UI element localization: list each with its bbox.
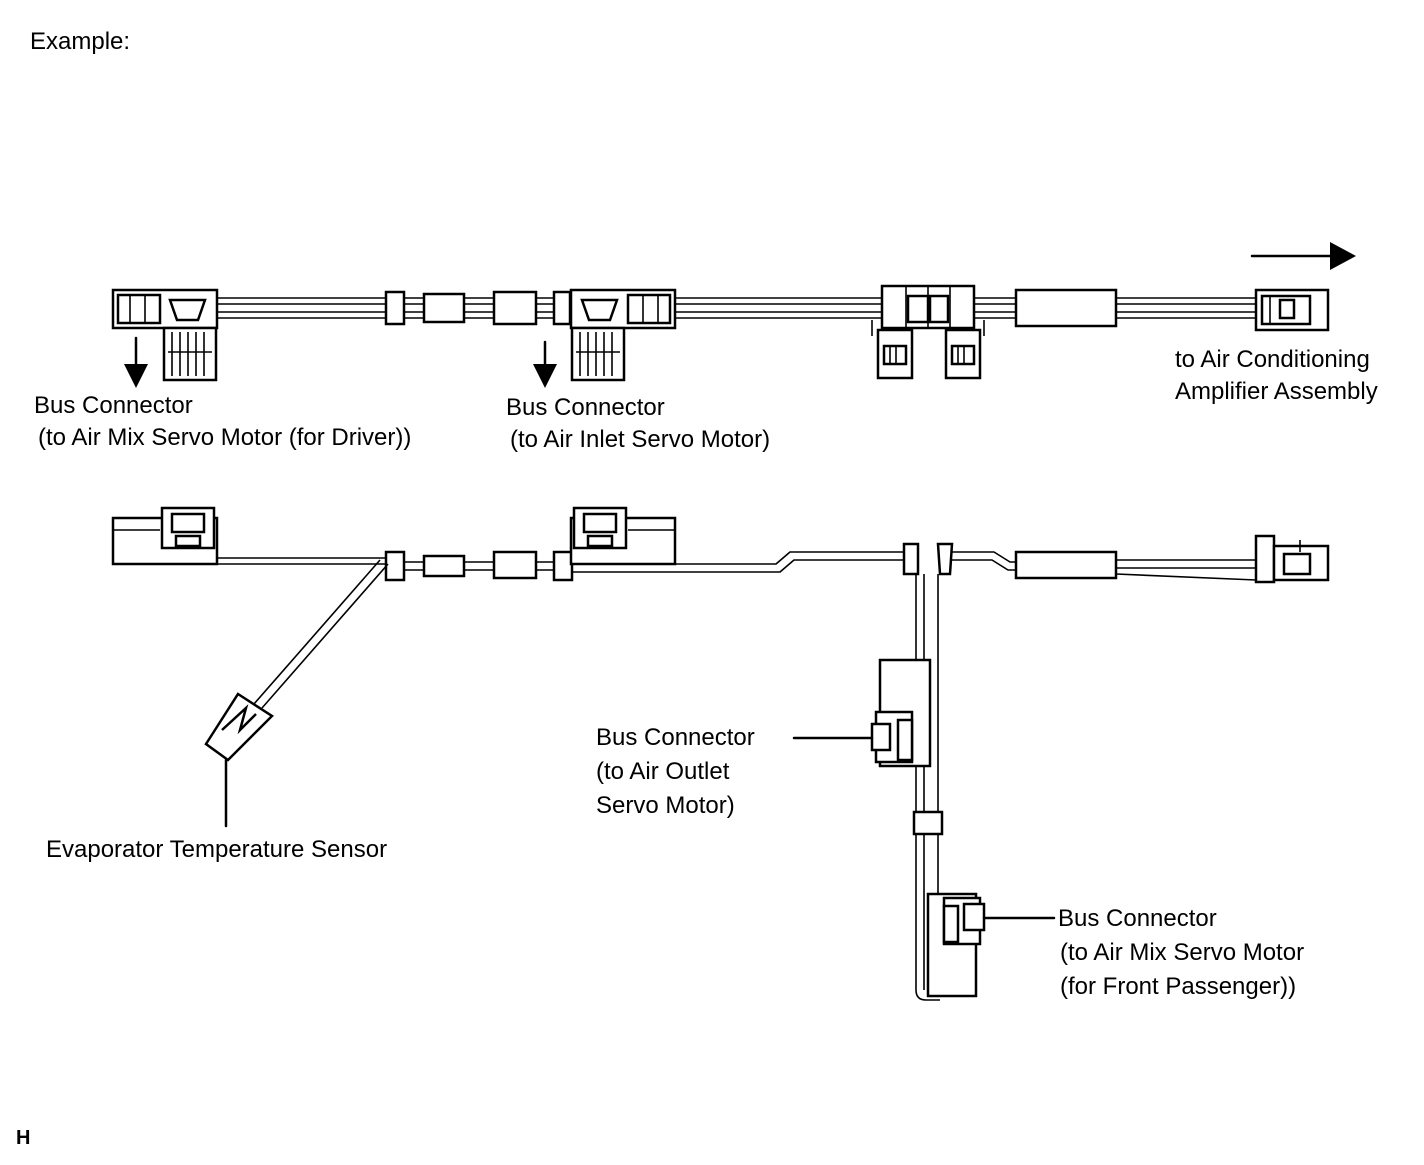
label-air-conditioning-amplifier: to Air Conditioning Amplifier Assembly	[1175, 344, 1378, 408]
corner-mark: H	[16, 1127, 31, 1149]
label-line: (to Air Mix Servo Motor (for Driver))	[38, 424, 412, 451]
harness-clip	[552, 550, 574, 582]
harness-tube	[492, 550, 538, 580]
passenger-bus-connector	[926, 892, 1056, 998]
down-arrow-icon	[533, 340, 557, 388]
label-line: Servo Motor)	[596, 792, 735, 819]
harness-tube	[422, 554, 466, 578]
harness-clip	[552, 290, 572, 326]
top-junction-block	[871, 284, 985, 380]
evaporator-temperature-sensor	[204, 692, 274, 828]
harness-clip	[912, 810, 944, 836]
harness-tape-section	[1014, 550, 1118, 580]
label-line: to Air Conditioning	[1175, 346, 1370, 373]
label-air-outlet-connector: Bus Connector (to Air Outlet Servo Motor…	[596, 721, 755, 823]
label-line: Amplifier Assembly	[1175, 378, 1378, 405]
label-line: (to Air Inlet Servo Motor)	[510, 426, 771, 453]
sensor-branch-wire	[253, 559, 389, 709]
down-arrow-icon	[124, 336, 148, 388]
harness-tube	[492, 290, 538, 326]
example-label: Example:	[30, 28, 131, 55]
outlet-bus-connector	[792, 658, 932, 768]
label-line: (to Air Mix Servo Motor	[1060, 939, 1305, 966]
label-air-inlet-connector: Bus Connector (to Air Inlet Servo Motor)	[506, 392, 770, 456]
label-line: Evaporator Temperature Sensor	[46, 836, 388, 863]
label-line: Bus Connector	[1058, 905, 1217, 932]
harness-clip	[384, 290, 406, 326]
label-passenger-connector: Bus Connector (to Air Mix Servo Motor (f…	[1058, 902, 1304, 1004]
label-line: Bus Connector	[506, 394, 665, 421]
harness-clip	[384, 550, 406, 582]
top-harness	[111, 242, 1356, 388]
top-middle-bus-connector	[569, 288, 677, 382]
harness-tube	[422, 292, 466, 324]
harness-tape-section	[1014, 288, 1118, 328]
label-line: Bus Connector	[34, 392, 193, 419]
right-arrow-icon	[1250, 242, 1356, 270]
harness-clip	[936, 542, 954, 576]
bottom-middle-connector	[569, 506, 677, 566]
top-right-amplifier-connector	[1254, 288, 1330, 332]
harness-clip	[902, 542, 920, 576]
bottom-harness	[111, 506, 1330, 1001]
label-line: (for Front Passenger))	[1060, 973, 1297, 1000]
top-left-bus-connector	[111, 288, 219, 382]
bottom-wire-bundle	[216, 551, 1257, 581]
label-air-mix-driver-connector: Bus Connector (to Air Mix Servo Motor (f…	[34, 390, 411, 454]
label-evaporator-sensor: Evaporator Temperature Sensor	[46, 834, 387, 866]
label-line: Bus Connector	[596, 724, 755, 751]
label-line: (to Air Outlet	[596, 758, 730, 785]
bottom-right-amplifier-connector	[1254, 534, 1330, 584]
bottom-left-connector	[111, 506, 219, 566]
